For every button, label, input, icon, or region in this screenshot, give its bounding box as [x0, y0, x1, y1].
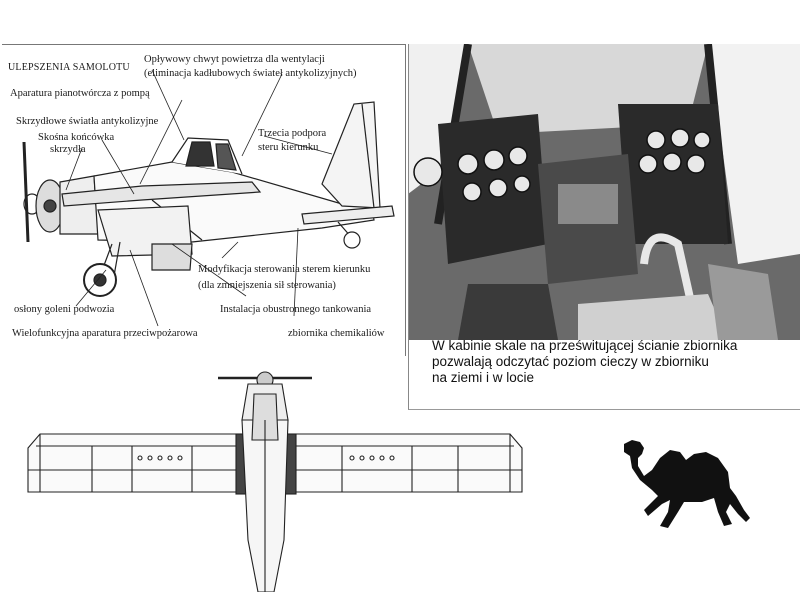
label-wingtip-1: Skośna końcówka [38, 132, 115, 143]
label-air-intake-2: (eliminacja kadłubowych świateł antykoli… [144, 68, 357, 79]
side-view-drawing: ULEPSZENIA SAMOLOTU Opływowy chwyt powie… [2, 44, 406, 356]
side-view-frame [2, 44, 406, 356]
side-view-title: ULEPSZENIA SAMOLOTU [8, 62, 130, 73]
label-fire-unit: Wielofunkcyjna aparatura przeciwpożarowa [12, 328, 198, 339]
label-wing-lights: Skrzydłowe światła antykolizyjne [16, 116, 159, 127]
label-air-intake-1: Opływowy chwyt powietrza dla wentylacji [144, 54, 325, 65]
label-refuel-2: zbiornika chemikaliów [288, 328, 385, 339]
caption-line-3: na ziemi i w locie [432, 370, 535, 385]
cockpit-photo-icon [408, 44, 800, 340]
airplane-side-view-icon [22, 69, 395, 327]
label-wingtip-2: skrzydła [50, 144, 86, 155]
label-rudder-mod-2: (dla zmniejszenia sił sterowania) [198, 280, 336, 291]
label-rudder-support-1: Trzecia podpora [258, 128, 327, 139]
photo-caption: W kabinie skale na prześwitującej ściani… [432, 338, 800, 386]
airplane-top-view-icon [27, 371, 523, 592]
label-rudder-mod-1: Modyfikacja sterowania sterem kierunku [198, 264, 371, 275]
label-rudder-support-2: steru kierunku [258, 142, 319, 153]
label-refuel-1: Instalacja obustronnego tankowania [220, 304, 372, 315]
caption-line-1: W kabinie skale na prześwitującej ściani… [432, 338, 738, 353]
top-view-drawing [22, 360, 532, 592]
caption-line-2: pozwalają odczytać poziom cieczy w zbior… [432, 354, 709, 369]
camel-silhouette-icon [618, 432, 754, 532]
label-foam-unit: Aparatura pianotwórcza z pompą [10, 88, 150, 99]
cockpit-photo [408, 44, 800, 340]
label-gear-covers: osłony goleni podwozia [14, 304, 115, 315]
